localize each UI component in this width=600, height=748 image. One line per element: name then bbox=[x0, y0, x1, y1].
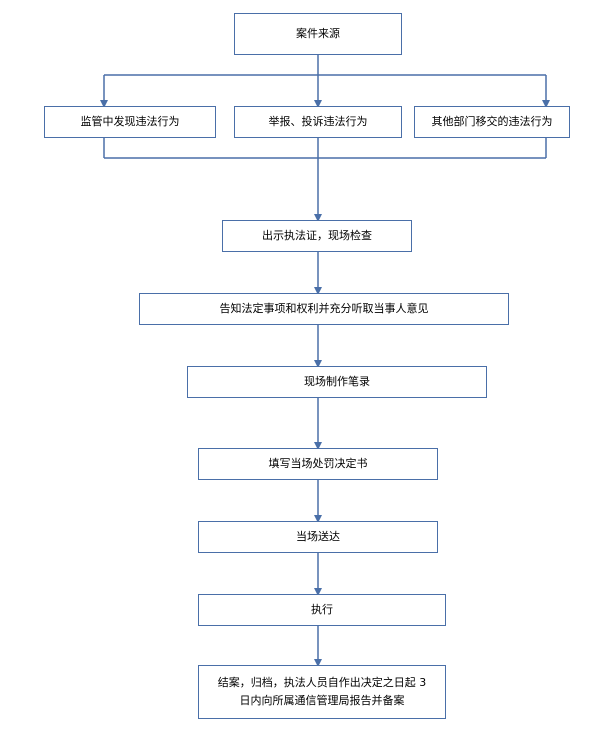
node-step-1: 出示执法证，现场检查 bbox=[222, 220, 412, 252]
node-final-line-1: 结案，归档，执法人员自作出决定之日起 3 bbox=[217, 676, 427, 689]
node-source: 案件来源 bbox=[234, 13, 402, 55]
node-branch-3: 其他部门移交的违法行为 bbox=[414, 106, 570, 138]
node-branch-2: 举报、投诉违法行为 bbox=[234, 106, 402, 138]
node-final-line-2: 日内向所属通信管理局报告并备案 bbox=[239, 694, 405, 707]
node-step-3: 现场制作笔录 bbox=[187, 366, 487, 398]
node-step-2: 告知法定事项和权利并充分听取当事人意见 bbox=[139, 293, 509, 325]
node-branch-1: 监管中发现违法行为 bbox=[44, 106, 216, 138]
node-step-4: 填写当场处罚决定书 bbox=[198, 448, 438, 480]
node-final: 结案，归档，执法人员自作出决定之日起 3 日内向所属通信管理局报告并备案 bbox=[198, 665, 446, 719]
node-step-6: 执行 bbox=[198, 594, 446, 626]
node-step-5: 当场送达 bbox=[198, 521, 438, 553]
